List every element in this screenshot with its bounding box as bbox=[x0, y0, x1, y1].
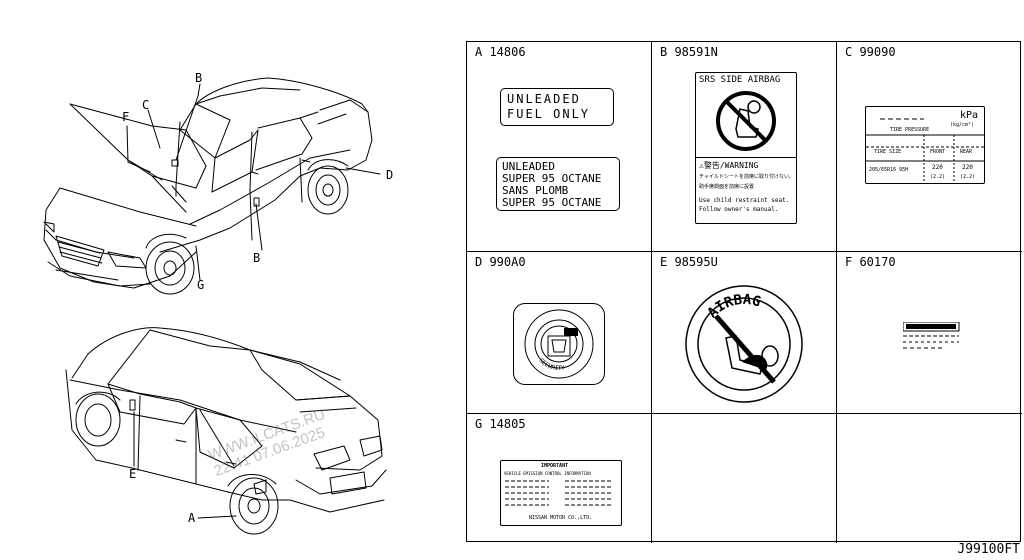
placard-front-value: 220 bbox=[932, 164, 943, 171]
placard-rear-value2: (2.2) bbox=[960, 174, 976, 180]
placard-col-rear: REAR bbox=[960, 149, 973, 155]
cell-g-label: G 14805 bbox=[475, 417, 526, 431]
callout-d: D bbox=[386, 168, 394, 182]
decal-b-title: SRS SIDE AIRBAG bbox=[699, 75, 781, 85]
emission-heading: IMPORTANT bbox=[541, 463, 569, 469]
placard-front-value2: (2.2) bbox=[930, 174, 946, 180]
callout-b-top: B bbox=[195, 71, 203, 85]
decal-b-warning: ⚠警告/WARNING bbox=[699, 161, 759, 170]
callout-c: C bbox=[142, 98, 150, 112]
emission-control-label: IMPORTANT VEHICLE EMISSION CONTROL INFOR… bbox=[500, 460, 622, 526]
decal-a-line6: SUPER 95 OCTANE bbox=[502, 196, 602, 209]
callout-g: G bbox=[197, 278, 205, 292]
cell-f-label: F 60170 bbox=[845, 255, 896, 269]
decal-b-en1: Use child restraint seat. bbox=[699, 197, 790, 204]
front-car-outline bbox=[43, 77, 381, 295]
cell-a-label: A 14806 bbox=[475, 45, 526, 59]
diagram-code: J99100FT bbox=[957, 542, 1020, 557]
placard-unit2: (kg/cm²) bbox=[950, 122, 975, 128]
unleaded-fuel-only-decal: UNLEADED FUEL ONLY bbox=[500, 88, 614, 126]
callout-f: F bbox=[122, 110, 130, 124]
cell-e-label: E 98595U bbox=[660, 255, 718, 269]
decal-a-line1: UNLEADED bbox=[507, 92, 581, 106]
cell-d-label: D 990A0 bbox=[475, 255, 526, 269]
cell-c-label: C 99090 bbox=[845, 45, 896, 59]
decal-b-jp2: 助手席側面を前席に設置 bbox=[699, 184, 755, 190]
callout-a: A bbox=[188, 511, 196, 525]
decal-a-line3: UNLEADED bbox=[502, 160, 555, 173]
cell-d: D 990A0 SECURITY bbox=[467, 252, 652, 414]
airbag-ring-text: AIRBAG bbox=[705, 292, 763, 321]
srs-side-airbag-decal: SRS SIDE AIRBAG ⚠警告/WARNING チャイルドシートを前席に… bbox=[695, 72, 797, 224]
emission-maker: NISSAN MOTOR CO.,LTD. bbox=[529, 515, 593, 521]
decal-b-en2: Follow owner's manual. bbox=[699, 206, 779, 213]
decal-a-line2: FUEL ONLY bbox=[507, 107, 591, 121]
cell-g: G 14805 IMPORTANT VEHICLE EMISSION CONTR… bbox=[467, 414, 652, 543]
placard-col-front: FRONT bbox=[930, 149, 946, 155]
placard-rear-value: 220 bbox=[962, 164, 973, 171]
tire-pressure-placard: kPa (kg/cm²) TIRE PRESSURE TIRE SIZE FRO… bbox=[865, 106, 985, 184]
airbag-warning-icon: AIRBAG bbox=[685, 285, 803, 403]
vehicle-views-drawing bbox=[43, 77, 387, 535]
emission-subheading: VEHICLE EMISSION CONTROL INFORMATION bbox=[504, 471, 591, 476]
unleaded-octane-decal: UNLEADED SUPER 95 OCTANE SANS PLOMB SUPE… bbox=[496, 157, 620, 211]
cell-f: F 60170 bbox=[837, 252, 1022, 414]
cell-a: A 14806 UNLEADED FUEL ONLY UNLEADED SUPE… bbox=[467, 42, 652, 252]
decal-a-line4: SUPER 95 OCTANE bbox=[502, 172, 602, 185]
callout-b-bottom: B bbox=[253, 251, 261, 265]
callout-e: E bbox=[129, 467, 137, 481]
cell-b-label: B 98591N bbox=[660, 45, 718, 59]
placard-size-value: 205/65R16 95H bbox=[869, 167, 909, 173]
decal-b-jp1: チャイルドシートを前席に取り付けない。 bbox=[699, 174, 794, 180]
label-catalog-grid: A 14806 UNLEADED FUEL ONLY UNLEADED SUPE… bbox=[466, 41, 1022, 543]
small-info-label-icon bbox=[903, 322, 960, 349]
placard-col-size: TIRE SIZE bbox=[874, 149, 902, 155]
security-seat-icon: SECURITY bbox=[524, 309, 594, 379]
cell-e: E 98595U AIRBAG bbox=[652, 252, 837, 414]
rear-car-outline bbox=[65, 327, 387, 535]
emission-text-lines bbox=[505, 480, 613, 506]
cell-empty-1 bbox=[652, 414, 837, 543]
cell-b: B 98591N SRS SIDE AIRBAG ⚠警告/WARNING チャイ… bbox=[652, 42, 837, 252]
placard-unit: kPa bbox=[960, 110, 979, 121]
placard-heading: TIRE PRESSURE bbox=[890, 127, 930, 133]
security-ring-text: SECURITY bbox=[537, 357, 565, 372]
cell-c: C 99090 kPa (kg/cm²) TIRE PRESSURE TIRE … bbox=[837, 42, 1022, 252]
tire-placard-grid bbox=[866, 118, 984, 183]
security-decal: SECURITY bbox=[513, 303, 605, 385]
no-child-seat-icon bbox=[716, 91, 776, 151]
decal-a-line5: SANS PLOMB bbox=[502, 184, 569, 197]
